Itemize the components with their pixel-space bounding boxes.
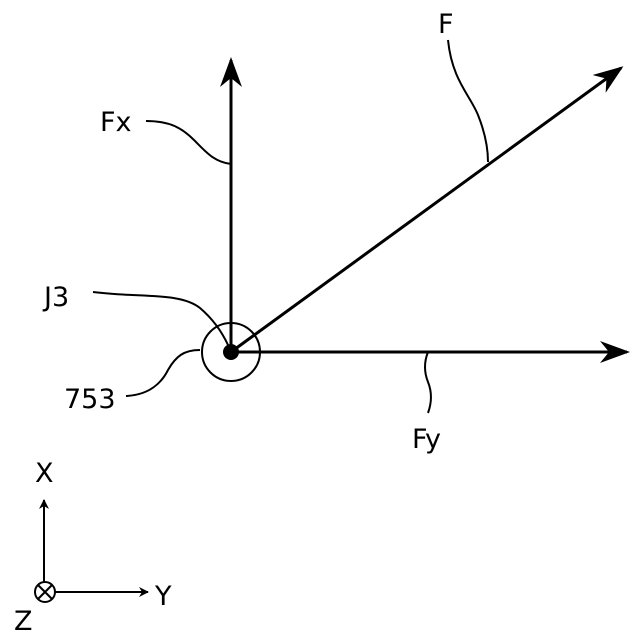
label-753: 753 (64, 384, 116, 415)
j3-leader-line (93, 292, 228, 345)
f-leader-line (448, 40, 488, 162)
joint-center-dot (223, 344, 239, 360)
fx-leader-line (146, 121, 231, 164)
z-axis-into-page-icon (35, 582, 55, 602)
axis-label-z: Z (14, 606, 33, 637)
axis-label-x: X (35, 458, 54, 489)
part-753-leader-line (126, 350, 200, 396)
label-j3: J3 (42, 282, 69, 313)
label-f: F (438, 9, 454, 40)
fy-leader-line (425, 352, 431, 413)
label-fy: Fy (412, 424, 441, 455)
label-fx: Fx (100, 107, 132, 138)
f-arrow (231, 68, 621, 352)
axis-label-y: Y (154, 581, 172, 612)
